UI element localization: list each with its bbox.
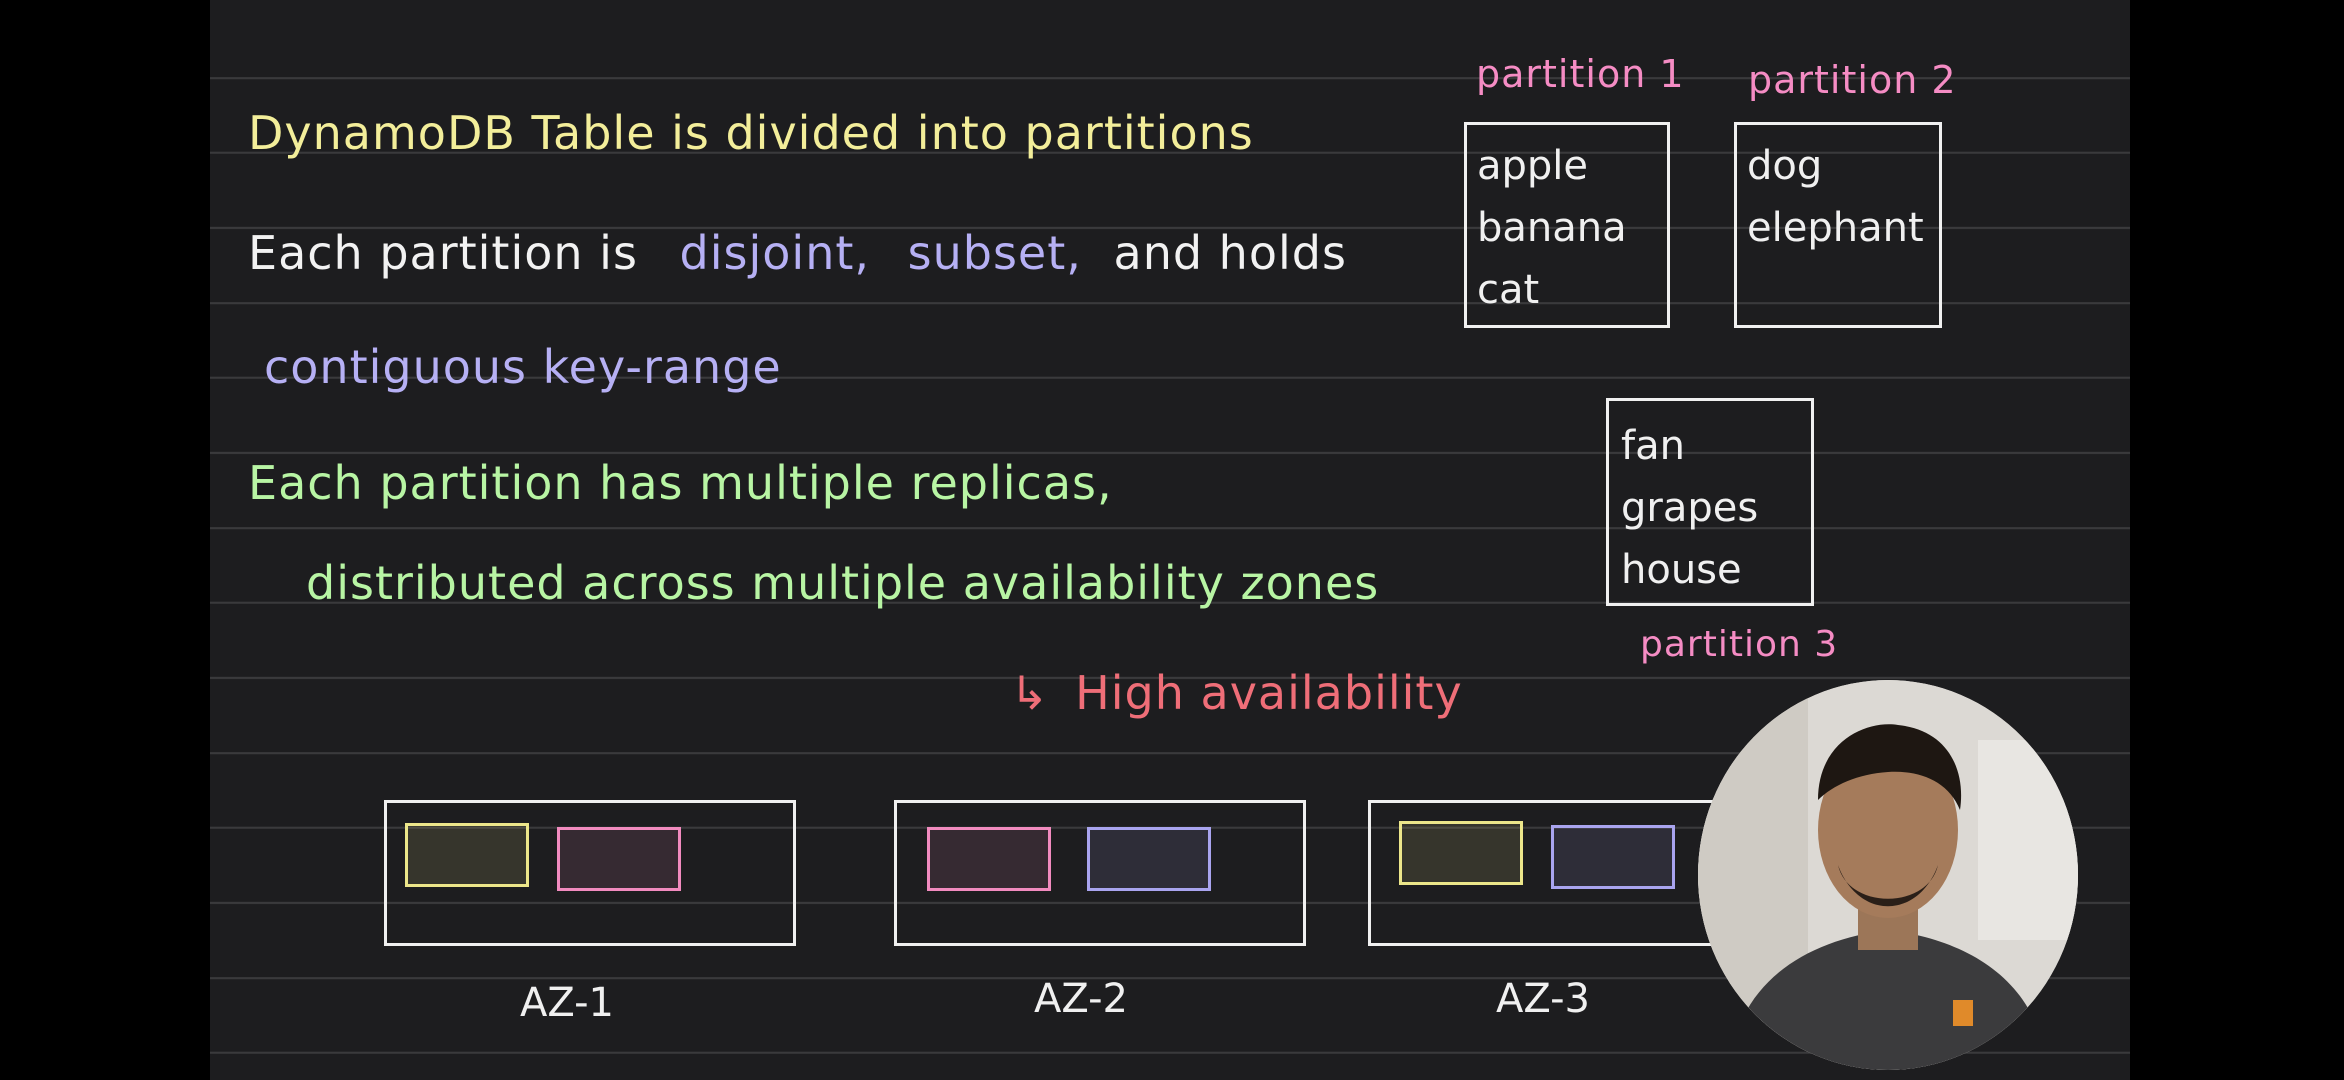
partition-item: fan — [1621, 423, 1685, 469]
partition-1-items: apple banana cat — [1477, 135, 1627, 321]
partition-2-box: dog elephant — [1734, 122, 1942, 328]
replica-partition-3 — [1087, 827, 1211, 891]
replica-partition-1 — [405, 823, 529, 887]
high-availability-note: ↳ High availability — [1010, 666, 1463, 720]
az-1-box — [384, 800, 796, 946]
partition-item: apple — [1477, 143, 1589, 189]
line2-suffix: and holds — [1113, 226, 1347, 280]
partition-item: cat — [1477, 267, 1540, 313]
high-availability-label: High availability — [1075, 666, 1463, 720]
partition-3-box: fan grapes house — [1606, 398, 1814, 606]
line2-subset: subset, — [907, 226, 1082, 280]
arrow-icon: ↳ — [1010, 666, 1050, 720]
partition-item: elephant — [1747, 205, 1924, 251]
partition-item: banana — [1477, 205, 1627, 251]
az-2-box — [894, 800, 1306, 946]
whiteboard — [210, 0, 2130, 1080]
slide-line-1: DynamoDB Table is divided into partition… — [248, 106, 1254, 160]
slide-line-5: distributed across multiple availability… — [306, 556, 1380, 610]
partition-3-label: partition 3 — [1640, 624, 1839, 665]
presenter-webcam — [1698, 680, 2078, 1070]
partition-item: grapes — [1621, 485, 1759, 531]
replica-partition-2 — [927, 827, 1051, 891]
presenter-avatar-icon — [1698, 680, 2078, 1070]
slide-line-3: contiguous key-range — [264, 340, 782, 394]
partition-2-items: dog elephant — [1747, 135, 1924, 259]
partition-3-items: fan grapes house — [1621, 415, 1758, 601]
az-1-label: AZ-1 — [520, 980, 614, 1026]
line2-prefix: Each partition is — [248, 226, 638, 280]
replica-partition-3 — [1551, 825, 1675, 889]
az-3-label: AZ-3 — [1496, 976, 1590, 1022]
partition-1-box: apple banana cat — [1464, 122, 1670, 328]
replica-partition-1 — [1399, 821, 1523, 885]
partition-2-label: partition 2 — [1748, 58, 1957, 102]
slide-line-4: Each partition has multiple replicas, — [248, 456, 1113, 510]
partition-item: dog — [1747, 143, 1823, 189]
az-2-label: AZ-2 — [1034, 976, 1128, 1022]
line2-disjoint: disjoint, — [679, 226, 871, 280]
partition-item: house — [1621, 547, 1742, 593]
az-3-box — [1368, 800, 1780, 946]
partition-1-label: partition 1 — [1476, 52, 1685, 96]
replica-partition-2 — [557, 827, 681, 891]
slide-line-2: Each partition is disjoint, subset, and … — [248, 226, 1347, 280]
